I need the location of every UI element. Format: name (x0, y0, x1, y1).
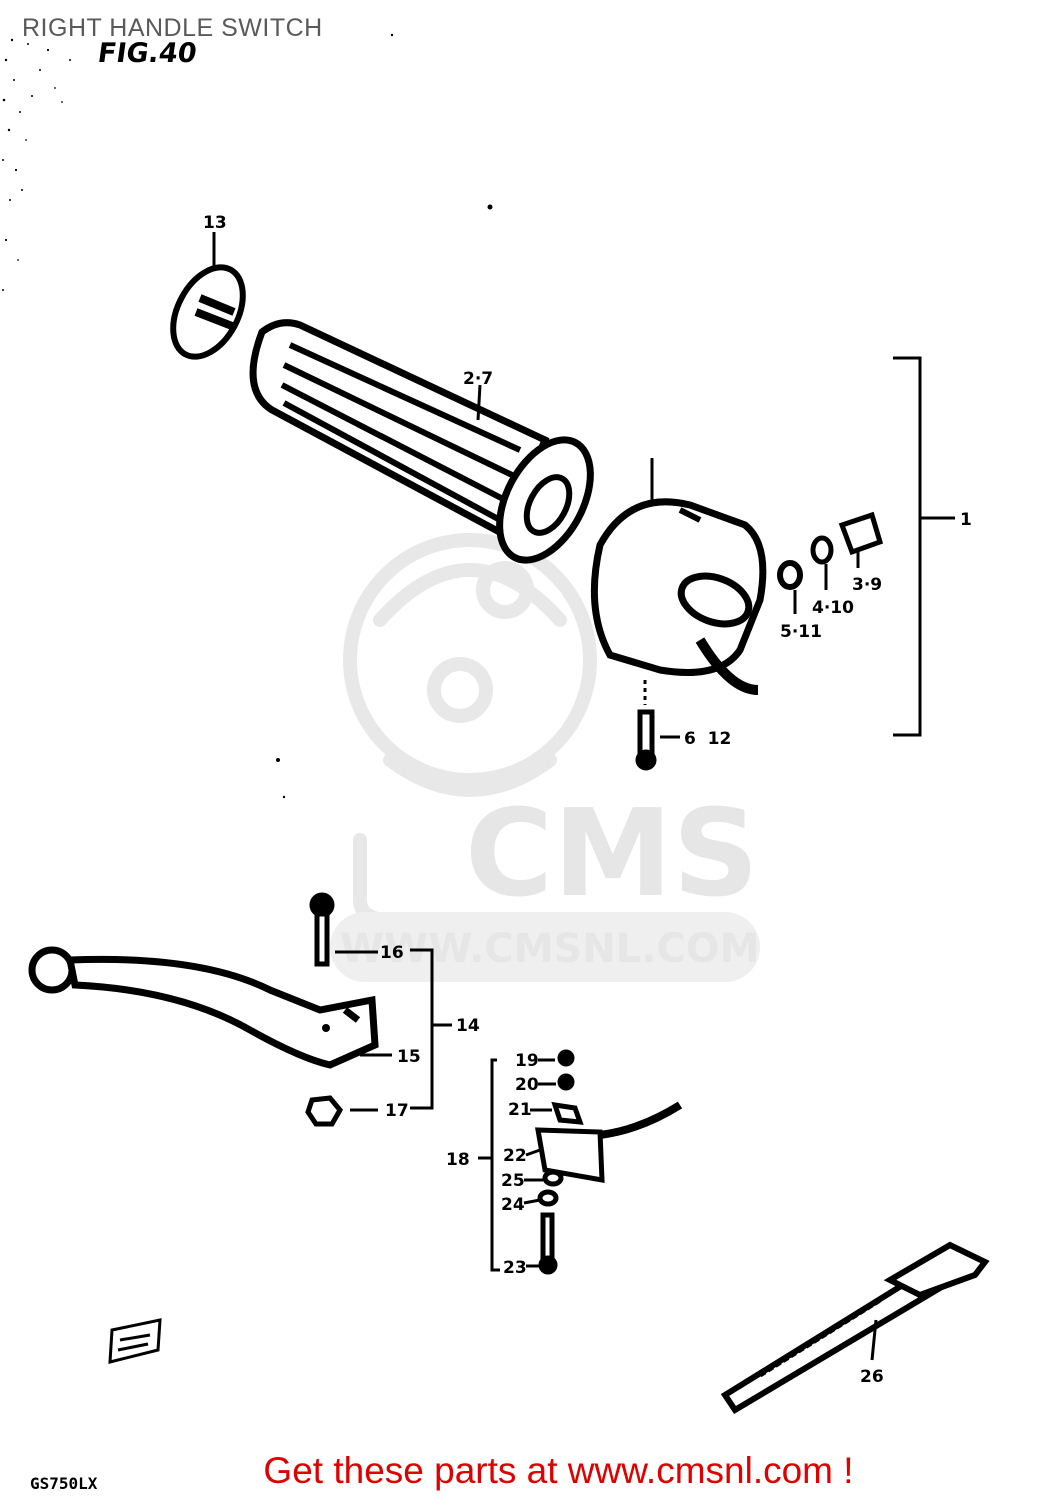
callout-20: 20 (515, 1075, 539, 1095)
callout-19: 19 (515, 1051, 539, 1071)
callout-22: 22 (503, 1146, 527, 1166)
callout-18: 18 (446, 1150, 470, 1170)
callout-16: 16 (380, 943, 404, 963)
callout-1: 1 (960, 510, 972, 530)
callout-23: 23 (503, 1258, 527, 1278)
callout-2-7: 2·7 (463, 369, 493, 389)
part-15-brake-lever (28, 946, 379, 1069)
footer-link-banner[interactable]: Get these parts at www.cmsnl.com ! (0, 1450, 1057, 1492)
callout-26: 26 (860, 1367, 884, 1387)
watermark-url: WWW.CMSNL.COM (340, 926, 760, 972)
part-17-nut (305, 1095, 344, 1127)
callout-14: 14 (456, 1016, 480, 1036)
part-18-brake-switch (535, 1049, 683, 1275)
watermark-logo (343, 533, 597, 927)
bracket-14 (410, 948, 434, 1110)
leader-lines (523, 1058, 556, 1268)
footer-link-text[interactable]: Get these parts at www.cmsnl.com ! (263, 1450, 854, 1491)
watermark-brand: CMS (465, 785, 759, 924)
callout-25: 25 (501, 1171, 525, 1191)
page-title: RIGHT HANDLE SWITCH (22, 14, 323, 42)
bracket-18 (490, 1058, 500, 1272)
part-6-screw (635, 709, 657, 771)
part-2-7-throttle-grip (249, 319, 594, 564)
part-1-switch-housing (590, 498, 767, 695)
callout-6-12: 6 12 (684, 729, 731, 749)
callout-24: 24 (501, 1195, 525, 1215)
callout-13: 13 (203, 213, 227, 233)
scan-stamp (108, 1318, 162, 1364)
part-16-bolt (309, 892, 335, 967)
part-13-grip-end (170, 264, 246, 360)
callout-21: 21 (508, 1100, 532, 1120)
part-26-cable-band (720, 1241, 990, 1415)
callout-17: 17 (385, 1101, 409, 1121)
callout-4-10: 4·10 (812, 598, 854, 618)
small-parts-cluster (777, 511, 884, 590)
callout-15: 15 (397, 1047, 421, 1067)
callout-5-11: 5·11 (780, 622, 822, 642)
bracket-1 (893, 356, 922, 737)
model-code: GS750LX (30, 1474, 98, 1493)
figure-number: FIG.40 (95, 38, 199, 69)
callout-3-9: 3·9 (852, 575, 882, 595)
